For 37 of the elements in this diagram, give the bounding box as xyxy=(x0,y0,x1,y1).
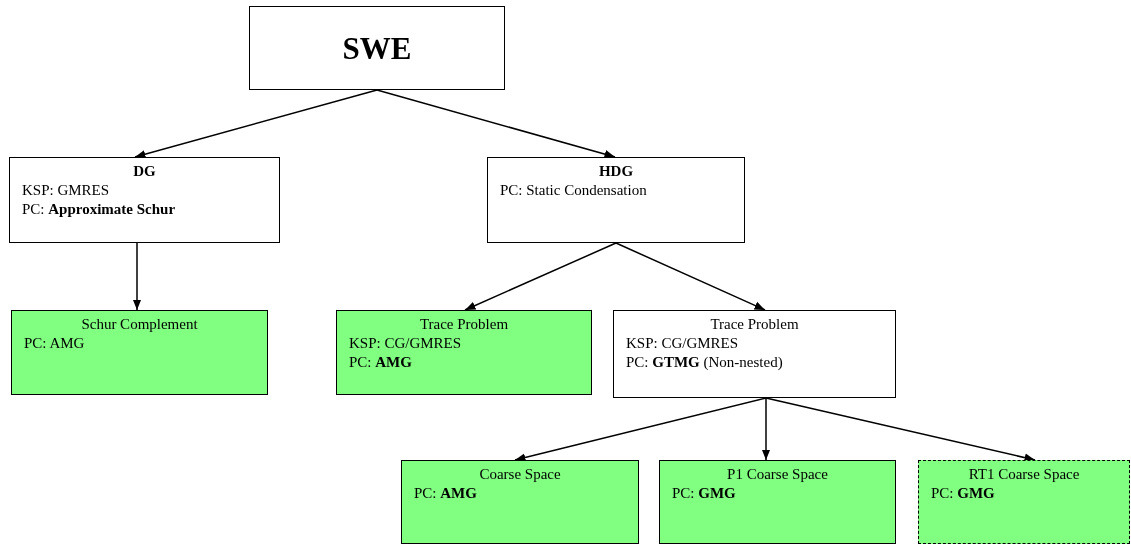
process-box xyxy=(659,460,896,544)
arrow xyxy=(376,89,616,159)
arrow xyxy=(464,242,617,311)
arrow xyxy=(761,397,771,461)
node-text: KSP: CG/GMRES xyxy=(626,334,740,353)
process-box xyxy=(336,310,592,395)
arrow xyxy=(615,242,766,311)
node-title: DG xyxy=(132,162,157,181)
node-title: RT1 Coarse Space xyxy=(967,465,1081,484)
node-title: Coarse Space xyxy=(478,465,562,484)
node-text: PC: GTMG (Non-nested) xyxy=(626,353,784,372)
node-text: KSP: GMRES xyxy=(22,181,111,200)
node-text: PC: AMG xyxy=(414,484,478,503)
node-text: PC: GMG xyxy=(672,484,737,503)
node-title: Trace Problem xyxy=(709,315,800,334)
process-box xyxy=(249,6,505,90)
node-title: SWE xyxy=(342,38,412,58)
process-box xyxy=(487,157,745,243)
arrow xyxy=(765,397,1036,462)
process-box xyxy=(9,157,280,243)
node-title: P1 Coarse Space xyxy=(726,465,829,484)
node-text: PC: GMG xyxy=(931,484,996,503)
process-box xyxy=(11,310,268,395)
process-box xyxy=(918,460,1130,544)
node-title: Schur Complement xyxy=(80,315,199,334)
arrow xyxy=(514,397,767,462)
arrow xyxy=(134,89,378,159)
process-box xyxy=(613,310,896,398)
node-text: PC: Static Condensation xyxy=(500,181,648,200)
node-text: PC: AMG xyxy=(349,353,413,372)
process-box xyxy=(401,460,639,544)
node-text: PC: AMG xyxy=(24,334,86,353)
node-text: PC: Approximate Schur xyxy=(22,200,177,219)
node-title: HDG xyxy=(597,162,635,181)
node-text: KSP: CG/GMRES xyxy=(349,334,463,353)
arrow xyxy=(132,242,142,311)
node-title: Trace Problem xyxy=(418,315,510,334)
